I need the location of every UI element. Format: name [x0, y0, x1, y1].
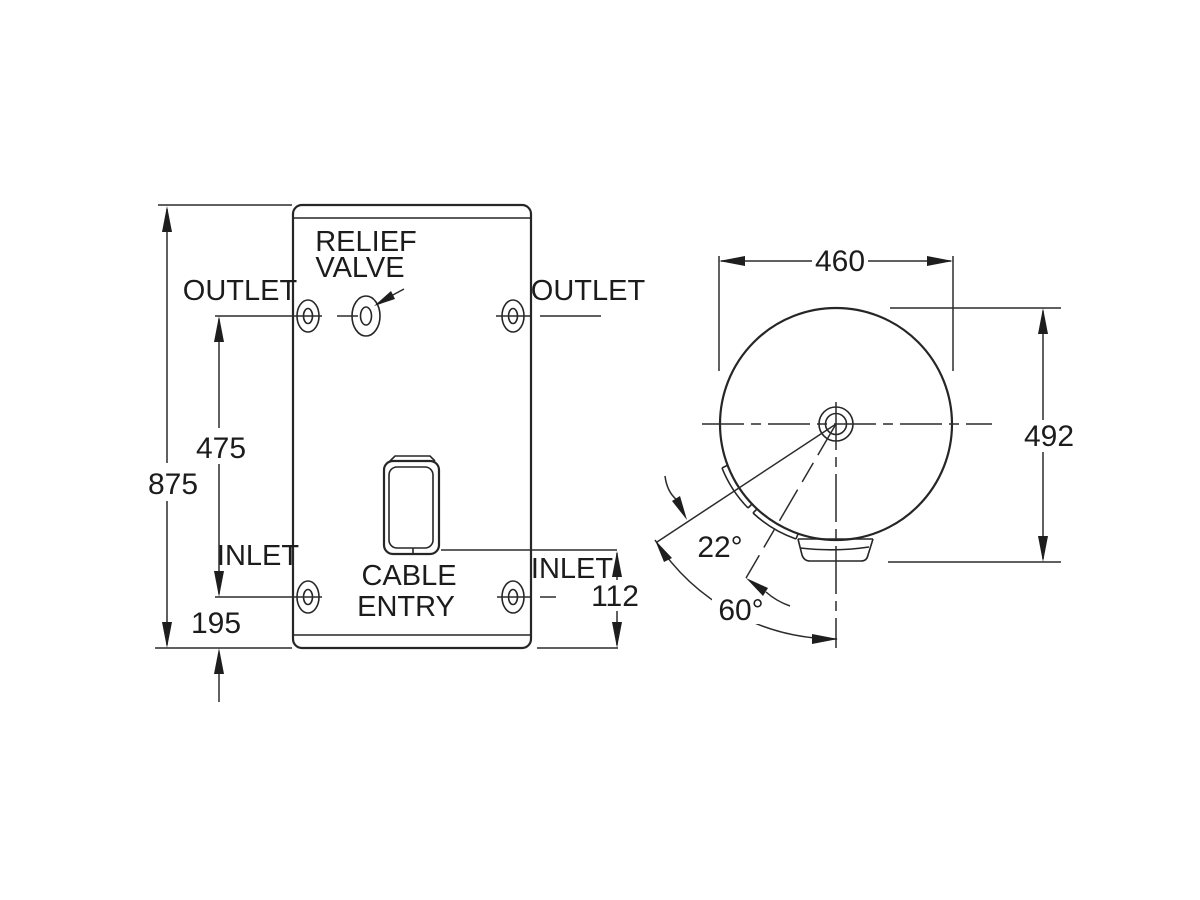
leader-lines [155, 204, 618, 649]
rim-recess-arcs [721, 464, 799, 540]
front-view-labels: OUTLET OUTLET RELIEF VALVE INLET INLET C… [183, 226, 646, 623]
dimension-60deg: 60° [654, 539, 838, 644]
arrowhead-up [1038, 308, 1048, 334]
dimension-460: 460 [718, 245, 954, 371]
dim-60deg-value: 60° [718, 594, 763, 627]
cable-entry-outer [382, 459, 441, 556]
arrowhead-up [214, 648, 224, 674]
front-view: 875 475 195 112 [148, 203, 646, 702]
relief-valve-label-line2: VALVE [315, 252, 404, 284]
recess-tick [721, 464, 729, 469]
cable-entry-cover [382, 455, 441, 556]
tank-outline [291, 203, 533, 650]
dimension-875: 875 [148, 206, 198, 648]
arrowhead-down [162, 622, 172, 648]
arrowhead-left [719, 256, 745, 266]
dim-875-value: 875 [148, 468, 198, 501]
recess-tick [752, 508, 758, 514]
dimension-492: 492 [888, 307, 1074, 563]
dim-460-value: 460 [815, 245, 865, 278]
dim-475-value: 475 [196, 432, 246, 465]
arrowhead-down [612, 622, 622, 648]
arrow-tail-upper [664, 475, 678, 501]
arrowhead-down [1038, 536, 1048, 562]
relief-valve-callout [374, 288, 405, 306]
arrowhead-down [214, 571, 224, 597]
arrowhead-start [655, 540, 672, 562]
inlet-left-label: INLET [217, 540, 299, 572]
text-mask [712, 592, 772, 624]
arrowhead-up [162, 206, 172, 232]
dim-492-value: 492 [1024, 420, 1074, 453]
arrowhead-upper [672, 496, 687, 520]
inlet-right-label: INLET [531, 553, 613, 585]
arrow-tail-lower [765, 591, 791, 607]
arrowhead-lower [746, 578, 768, 596]
dimension-195: 195 [191, 607, 241, 702]
cable-entry-tab [389, 455, 436, 462]
ray-60-solid [656, 423, 837, 543]
dim-195-value: 195 [191, 607, 241, 640]
tank-body [291, 203, 533, 650]
relief-valve-label-line1: RELIEF [315, 226, 417, 258]
cable-entry-label-line1: CABLE [361, 560, 456, 592]
dimension-475: 475 [196, 316, 246, 597]
dim-22deg-value: 22° [697, 531, 742, 564]
ray-22-dashed [745, 423, 837, 579]
recess-tick [795, 533, 799, 540]
centerlines [702, 402, 992, 648]
arrowhead-right [927, 256, 953, 266]
cable-entry-inner [388, 466, 434, 549]
cable-entry-label-line2: ENTRY [357, 591, 455, 623]
dim-112-value: 112 [591, 580, 639, 613]
recess-tick [747, 503, 753, 509]
angle-rays [656, 423, 837, 579]
arrowhead-up [612, 551, 622, 577]
top-view: 460 492 60° 22° [654, 245, 1074, 648]
bracket-inner-line [799, 546, 870, 551]
arrowhead-up [214, 316, 224, 342]
outlet-left-label: OUTLET [183, 275, 298, 307]
dimension-22deg: 22° [664, 475, 791, 607]
dimension-112: 112 [591, 551, 639, 648]
outlet-right-label: OUTLET [531, 275, 646, 307]
recess-arc-1 [721, 467, 749, 509]
recess-arc-2 [752, 512, 797, 540]
arrow-tail [390, 288, 405, 297]
arrowhead-end [812, 634, 838, 644]
arrowhead [374, 291, 395, 306]
